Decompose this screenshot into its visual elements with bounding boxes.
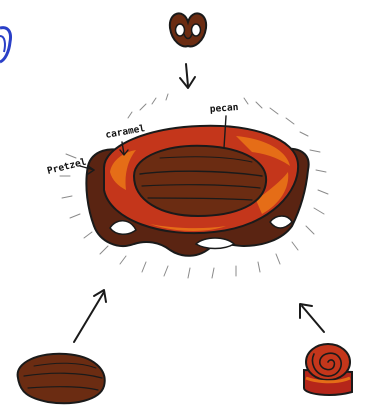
label-pecan-text: pecan bbox=[209, 102, 238, 115]
arrow-pecan-to-candy bbox=[74, 290, 106, 342]
pecan-icon bbox=[18, 354, 105, 403]
arrow-caramel-to-candy bbox=[300, 304, 324, 332]
arrow-pretzel-to-candy bbox=[180, 64, 195, 88]
pretzel-icon bbox=[170, 13, 206, 46]
caramel-candy-icon bbox=[304, 344, 352, 395]
blue-mark bbox=[0, 28, 11, 62]
pretzel-pecan-turtle-candy bbox=[86, 126, 308, 256]
